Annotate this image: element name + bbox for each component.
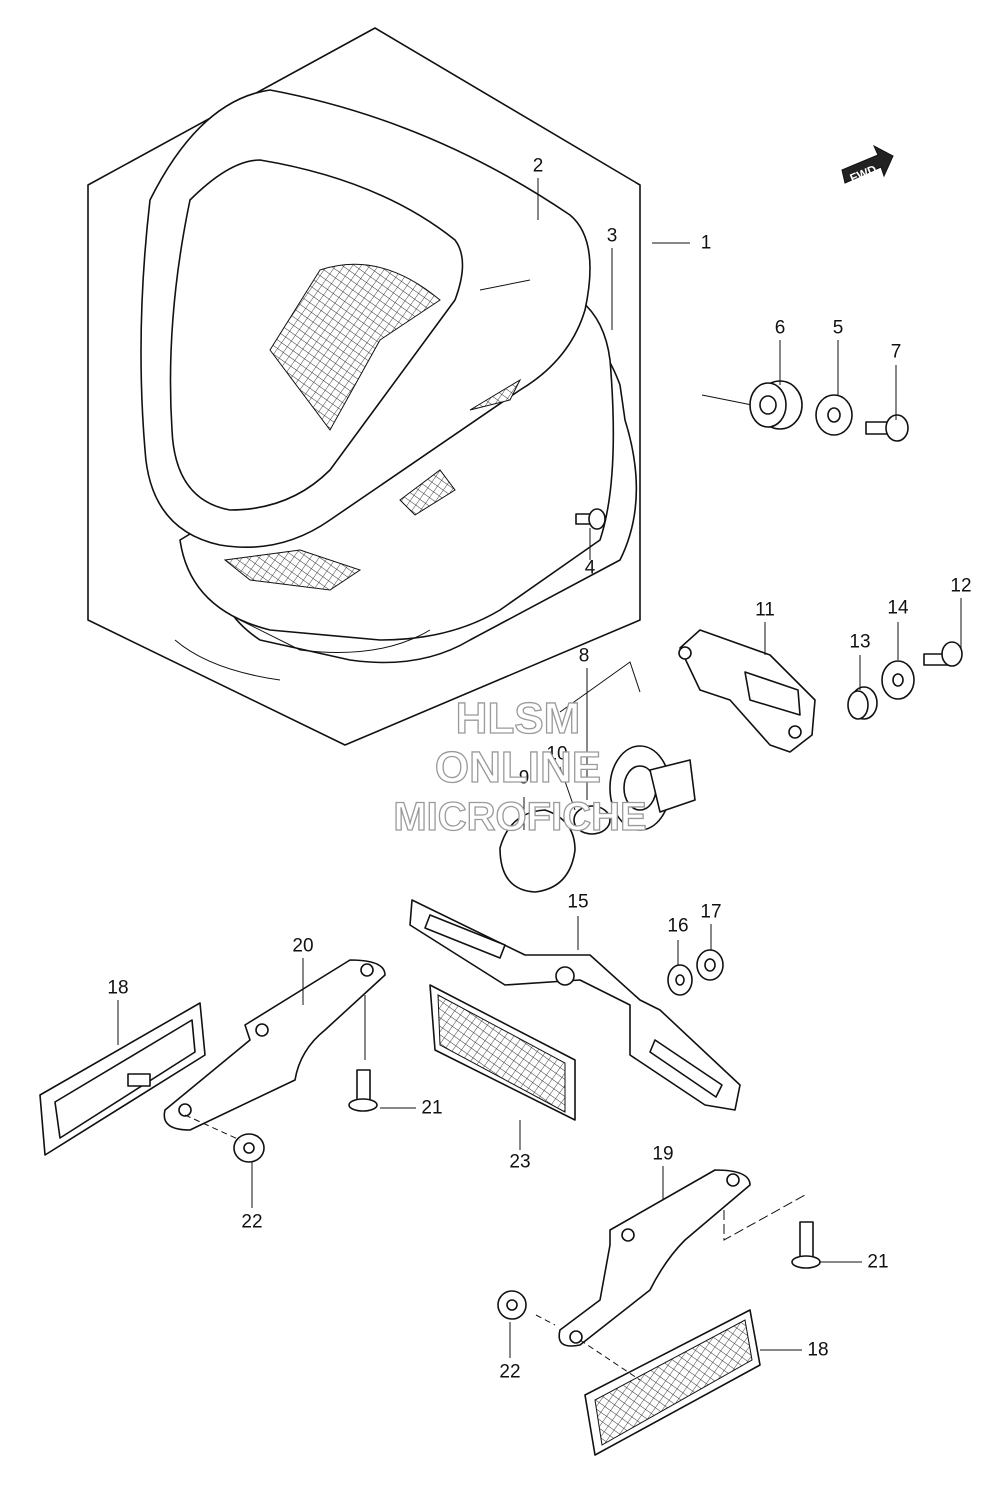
callout-6: 6	[775, 318, 786, 339]
reflector-18-right	[584, 1309, 761, 1456]
callout-1: 1	[701, 233, 712, 254]
watermark-line1: HLSM	[456, 694, 581, 743]
screw-21-lower	[791, 1221, 821, 1269]
grommet-6	[701, 380, 803, 430]
license-bracket-15	[409, 899, 741, 1111]
callout-21-lower: 21	[867, 1252, 888, 1273]
callout-3: 3	[607, 226, 618, 247]
reflector-23	[429, 984, 576, 1121]
callout-19: 19	[652, 1144, 673, 1165]
callout-18-right: 18	[807, 1340, 828, 1361]
nut-17	[696, 949, 724, 981]
reflector-18-left	[39, 1002, 206, 1156]
bracket-11	[678, 629, 816, 753]
lens-9	[499, 809, 576, 893]
lamp-socket-8	[559, 661, 696, 831]
callout-5: 5	[833, 318, 844, 339]
collar-13	[847, 686, 878, 720]
watermark-line3: MICROFICHE	[393, 795, 646, 839]
callout-7: 7	[891, 342, 902, 363]
tail-lamp-housing	[140, 89, 638, 681]
bulb-10	[573, 805, 611, 835]
callout-4: 4	[585, 558, 596, 579]
leader-lines	[117, 178, 962, 1381]
watermark: HLSM ONLINE MICROFICHE	[393, 693, 648, 839]
callout-13: 13	[849, 632, 870, 653]
watermark-line2: ONLINE	[435, 743, 601, 792]
callout-22-lower: 22	[499, 1362, 520, 1383]
washer-16	[667, 964, 693, 996]
callout-15: 15	[567, 892, 588, 913]
callout-23: 23	[509, 1152, 530, 1173]
bracket-19	[558, 1169, 751, 1347]
callout-18-left: 18	[107, 978, 128, 999]
washer-5	[815, 394, 853, 436]
callout-21-upper: 21	[421, 1098, 442, 1119]
callout-8: 8	[579, 646, 590, 667]
callout-20: 20	[292, 936, 313, 957]
callout-11: 11	[755, 600, 775, 621]
nut-22-upper	[233, 1133, 265, 1163]
screw-21-upper	[348, 1069, 378, 1112]
bolt-12	[923, 641, 963, 667]
callout-14: 14	[887, 598, 909, 619]
callout-17: 17	[700, 902, 721, 923]
callout-labels: 1 2 3 4 5 6 7 8 9 10 11 12 13 14 15 16 1…	[107, 156, 971, 1383]
bracket-20	[163, 959, 386, 1131]
callout-9: 9	[519, 768, 530, 789]
washer-14	[881, 660, 915, 700]
bolt-7	[865, 414, 909, 442]
screw-4	[575, 508, 606, 530]
callout-16: 16	[667, 916, 688, 937]
fwd-arrow-icon: FWD	[841, 144, 894, 185]
nut-22-lower	[497, 1290, 527, 1320]
callout-10: 10	[546, 744, 567, 765]
callout-22-upper: 22	[241, 1212, 262, 1233]
assembly-outline	[87, 27, 641, 746]
callout-12: 12	[950, 576, 971, 597]
callout-2: 2	[533, 156, 544, 177]
